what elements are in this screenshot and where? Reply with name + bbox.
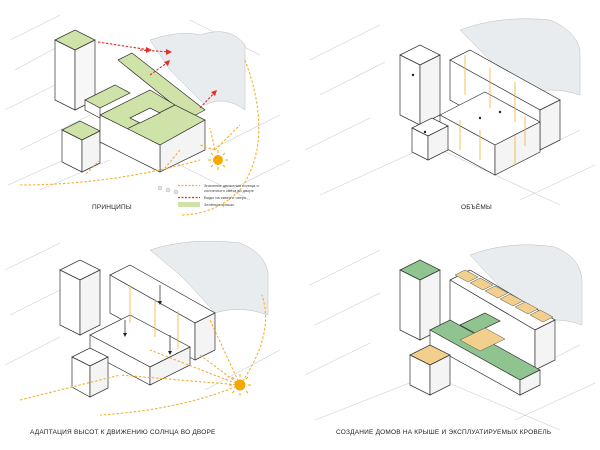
volume-joints (129, 285, 179, 349)
roof-house-mid (459, 327, 506, 352)
view-arrowheads (146, 47, 217, 96)
panel-volumes: ОБЪЁМЫ (300, 0, 600, 225)
park-area (149, 31, 246, 111)
volume-joints (459, 55, 526, 165)
front-block (61, 120, 101, 173)
panel-height-adaptation: АДАПТАЦИЯ ВЫСОТ К ДВИЖЕНИЮ СОЛНЦА ВО ДВО… (0, 225, 300, 450)
legend-item-green-roof: Зелёные крыши (178, 202, 274, 207)
entrance-markers (411, 73, 502, 134)
context-streets (4, 242, 281, 391)
legend-swatch-green-roof (178, 202, 200, 207)
tower-building (399, 259, 441, 341)
volumes-diagram (304, 18, 596, 206)
caption-volumes: ОБЪЁМЫ (461, 204, 492, 211)
roof-houses (454, 269, 554, 323)
lake-area (149, 240, 269, 316)
tree-icons (157, 185, 179, 195)
tower-building (59, 259, 101, 336)
height-arrows (124, 285, 171, 353)
sun-icon (208, 150, 228, 170)
sun-paths (19, 59, 260, 216)
principles-diagram (4, 14, 291, 216)
view-arrows (97, 41, 216, 109)
height-adaptation-diagram (4, 240, 281, 416)
sun-rays (19, 294, 267, 416)
panel-principles: Значение движения солнца и солнечного св… (0, 0, 300, 225)
legend: Значение движения солнца и солнечного св… (178, 183, 274, 209)
height-arrowheads (123, 301, 172, 355)
caption-principles: ПРИНЦИПЫ (92, 204, 132, 211)
legend-swatch-sun (178, 183, 200, 188)
roof-houses-diagram (304, 244, 596, 431)
sun-icon (229, 374, 251, 396)
caption-roof-houses: СОЗДАНИЕ ДОМОВ НА КРЫШЕ И ЭКСПЛУАТИРУЕМЫ… (336, 429, 552, 436)
panel-roof-houses: СОЗДАНИЕ ДОМОВ НА КРЫШЕ И ЭКСПЛУАТИРУЕМЫ… (300, 225, 600, 450)
legend-item-sun: Значение движения солнца и солнечного св… (178, 183, 274, 193)
legend-label-sun: Значение движения солнца и солнечного св… (204, 183, 259, 193)
tower-building (399, 44, 441, 126)
legend-item-views: Виды на сквер и озеро (178, 195, 274, 200)
main-complex (84, 52, 206, 173)
caption-height-adaptation: АДАПТАЦИЯ ВЫСОТ К ДВИЖЕНИЮ СОЛНЦА ВО ДВО… (30, 429, 216, 436)
courtyard-block (429, 312, 541, 396)
legend-swatch-views (178, 195, 200, 200)
main-complex (411, 49, 561, 176)
main-complex (71, 264, 216, 398)
legend-label-views: Виды на сквер и озеро (204, 195, 247, 200)
legend-label-green-roof: Зелёные крыши (204, 202, 234, 207)
front-block (409, 344, 451, 396)
